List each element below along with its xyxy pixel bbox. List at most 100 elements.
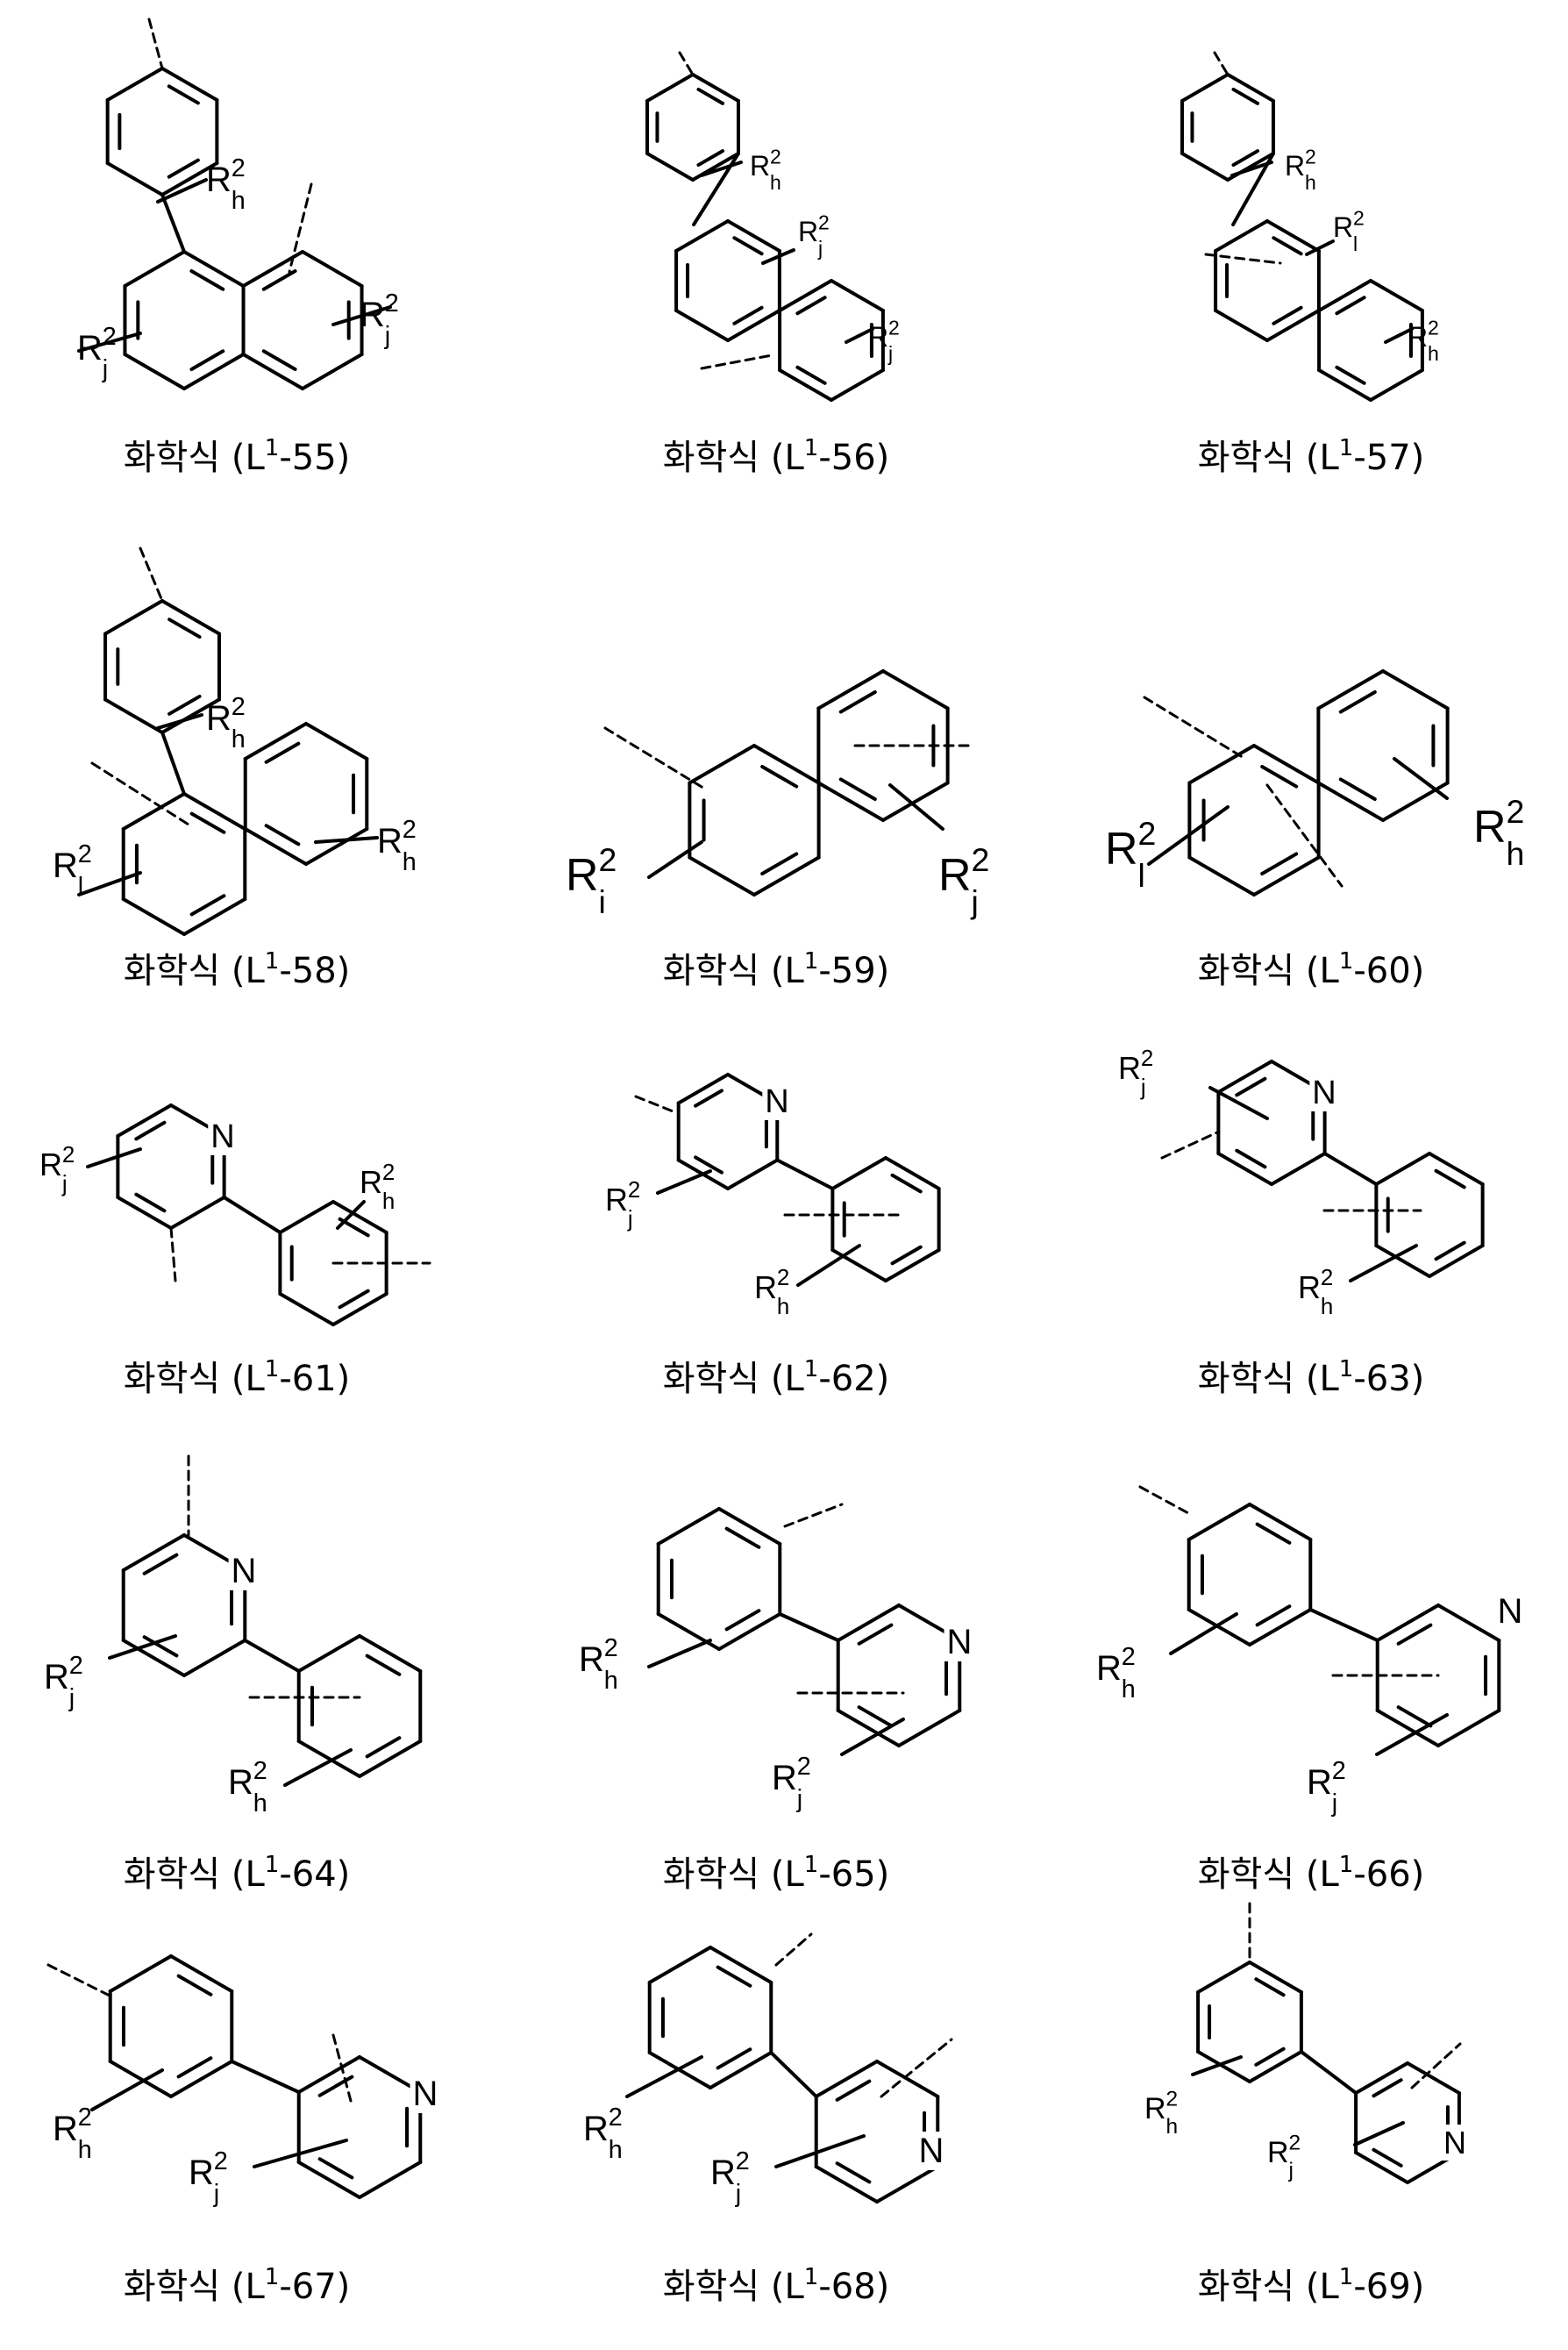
caption-id-start: (L	[771, 1359, 805, 1399]
r-group-label: R2h	[206, 154, 246, 215]
svg-text:R: R	[1408, 321, 1428, 353]
svg-text:화학식 (L1-55): 화학식 (L1-55)	[124, 435, 351, 478]
caption-id-end: -69)	[1353, 2267, 1424, 2307]
caption-id-end: -66)	[1353, 1854, 1424, 1895]
svg-text:h: h	[1428, 342, 1439, 365]
pyridine-ring	[1356, 2063, 1459, 2182]
bond	[79, 873, 140, 895]
r-group-label: R2j	[1118, 1046, 1153, 1100]
bond	[92, 2070, 162, 2110]
svg-text:R: R	[206, 699, 232, 738]
svg-text:R: R	[710, 2154, 736, 2192]
bond	[798, 1246, 859, 1285]
r-group-label: R2i	[566, 841, 617, 920]
bond	[158, 715, 202, 728]
svg-text:h: h	[1305, 171, 1316, 194]
attachment-point	[1144, 697, 1245, 759]
caption-id-start: (L	[771, 1854, 805, 1895]
pyridine-ring	[299, 2057, 421, 2197]
svg-text:j: j	[1287, 2159, 1293, 2182]
svg-text:l: l	[1137, 857, 1144, 894]
svg-text:2: 2	[818, 211, 830, 234]
bond	[110, 1636, 175, 1658]
bond	[1377, 1715, 1447, 1754]
r-group-label: R2j	[189, 2147, 228, 2208]
svg-text:2: 2	[1428, 317, 1439, 339]
caption-id-end: -55)	[279, 438, 350, 478]
formula-caption-L1-56: 화학식 (L1-56)	[663, 435, 890, 478]
svg-text:R: R	[39, 1146, 62, 1182]
r-group-label: R2j	[710, 2147, 750, 2208]
svg-text:R: R	[579, 1640, 604, 1679]
svg-text:R: R	[53, 2110, 78, 2148]
caption-superscript: 1	[804, 2264, 819, 2290]
caption-superscript: 1	[265, 435, 280, 461]
svg-text:h: h	[1165, 2115, 1178, 2139]
svg-text:R: R	[377, 822, 403, 861]
bond	[1394, 759, 1447, 798]
svg-text:h: h	[604, 1667, 618, 1695]
caption-id-start: (L	[771, 951, 805, 991]
bond	[776, 2136, 864, 2167]
phenyl-ring	[105, 601, 219, 732]
svg-text:R: R	[1105, 824, 1138, 875]
biaryl-bond	[162, 195, 184, 252]
caption-prefix: 화학식	[124, 438, 232, 478]
svg-text:j: j	[627, 1207, 633, 1232]
caption-superscript: 1	[265, 2264, 280, 2290]
svg-text:화학식 (L1-66): 화학식 (L1-66)	[1198, 1852, 1425, 1895]
caption-id-start: (L	[232, 438, 266, 478]
biaryl-bond	[777, 1161, 832, 1189]
caption-superscript: 1	[1339, 1356, 1354, 1382]
formula-caption-L1-69: 화학식 (L1-69)	[1198, 2264, 1425, 2307]
caption-superscript: 1	[804, 948, 819, 975]
r-group-label: R2j	[938, 841, 989, 920]
svg-text:R: R	[228, 1763, 253, 1802]
nitrogen-atom: N	[210, 1118, 234, 1155]
caption-id-start: (L	[1306, 1854, 1340, 1895]
caption-id-start: (L	[232, 2267, 266, 2307]
naphthalene-ring-left	[124, 794, 246, 934]
caption-prefix: 화학식	[124, 1854, 232, 1895]
pyridine-ring	[124, 1535, 246, 1675]
nitrogen-atom: N	[1498, 1592, 1523, 1631]
svg-text:h: h	[1321, 1295, 1333, 1319]
svg-text:2: 2	[604, 1634, 618, 1662]
svg-text:2: 2	[736, 2147, 750, 2175]
svg-text:2: 2	[1332, 1757, 1346, 1785]
attachment-point	[680, 53, 693, 75]
svg-text:R: R	[605, 1182, 628, 1218]
pyridine-ring	[838, 1605, 960, 1746]
phenyl-ring	[1182, 75, 1273, 180]
biaryl-bond	[162, 732, 184, 794]
caption-id-end: -59)	[818, 951, 889, 991]
caption-id-end: -63)	[1353, 1359, 1424, 1399]
svg-text:R: R	[1144, 2092, 1166, 2125]
svg-text:j: j	[1140, 1075, 1146, 1100]
formula-caption-L1-63: 화학식 (L1-63)	[1198, 1356, 1425, 1399]
svg-text:2: 2	[971, 841, 989, 878]
r-group-label: R2j	[798, 211, 830, 260]
formula-caption-L1-68: 화학식 (L1-68)	[663, 2264, 890, 2307]
caption-prefix: 화학식	[663, 1359, 771, 1399]
attachment-point	[1215, 53, 1228, 75]
attachment-point	[333, 2035, 351, 2101]
svg-text:화학식 (L1-57): 화학식 (L1-57)	[1198, 435, 1425, 478]
caption-superscript: 1	[1339, 2264, 1354, 2290]
svg-text:j: j	[1331, 1789, 1337, 1818]
svg-text:R: R	[360, 296, 385, 334]
caption-id-end: -64)	[279, 1854, 350, 1895]
caption-prefix: 화학식	[1198, 2267, 1306, 2307]
svg-text:h: h	[253, 1789, 267, 1818]
svg-text:2: 2	[62, 1143, 75, 1168]
caption-prefix: 화학식	[124, 2267, 232, 2307]
svg-text:R: R	[868, 321, 888, 353]
pyridine-ring	[1218, 1061, 1324, 1184]
formula-caption-L1-66: 화학식 (L1-66)	[1198, 1852, 1425, 1895]
attachment-point	[785, 1504, 842, 1526]
svg-text:2: 2	[382, 1161, 395, 1185]
svg-text:R: R	[1298, 1269, 1321, 1305]
caption-prefix: 화학식	[1198, 951, 1306, 991]
svg-text:h: h	[1122, 1675, 1136, 1704]
attachment-point	[140, 548, 162, 601]
